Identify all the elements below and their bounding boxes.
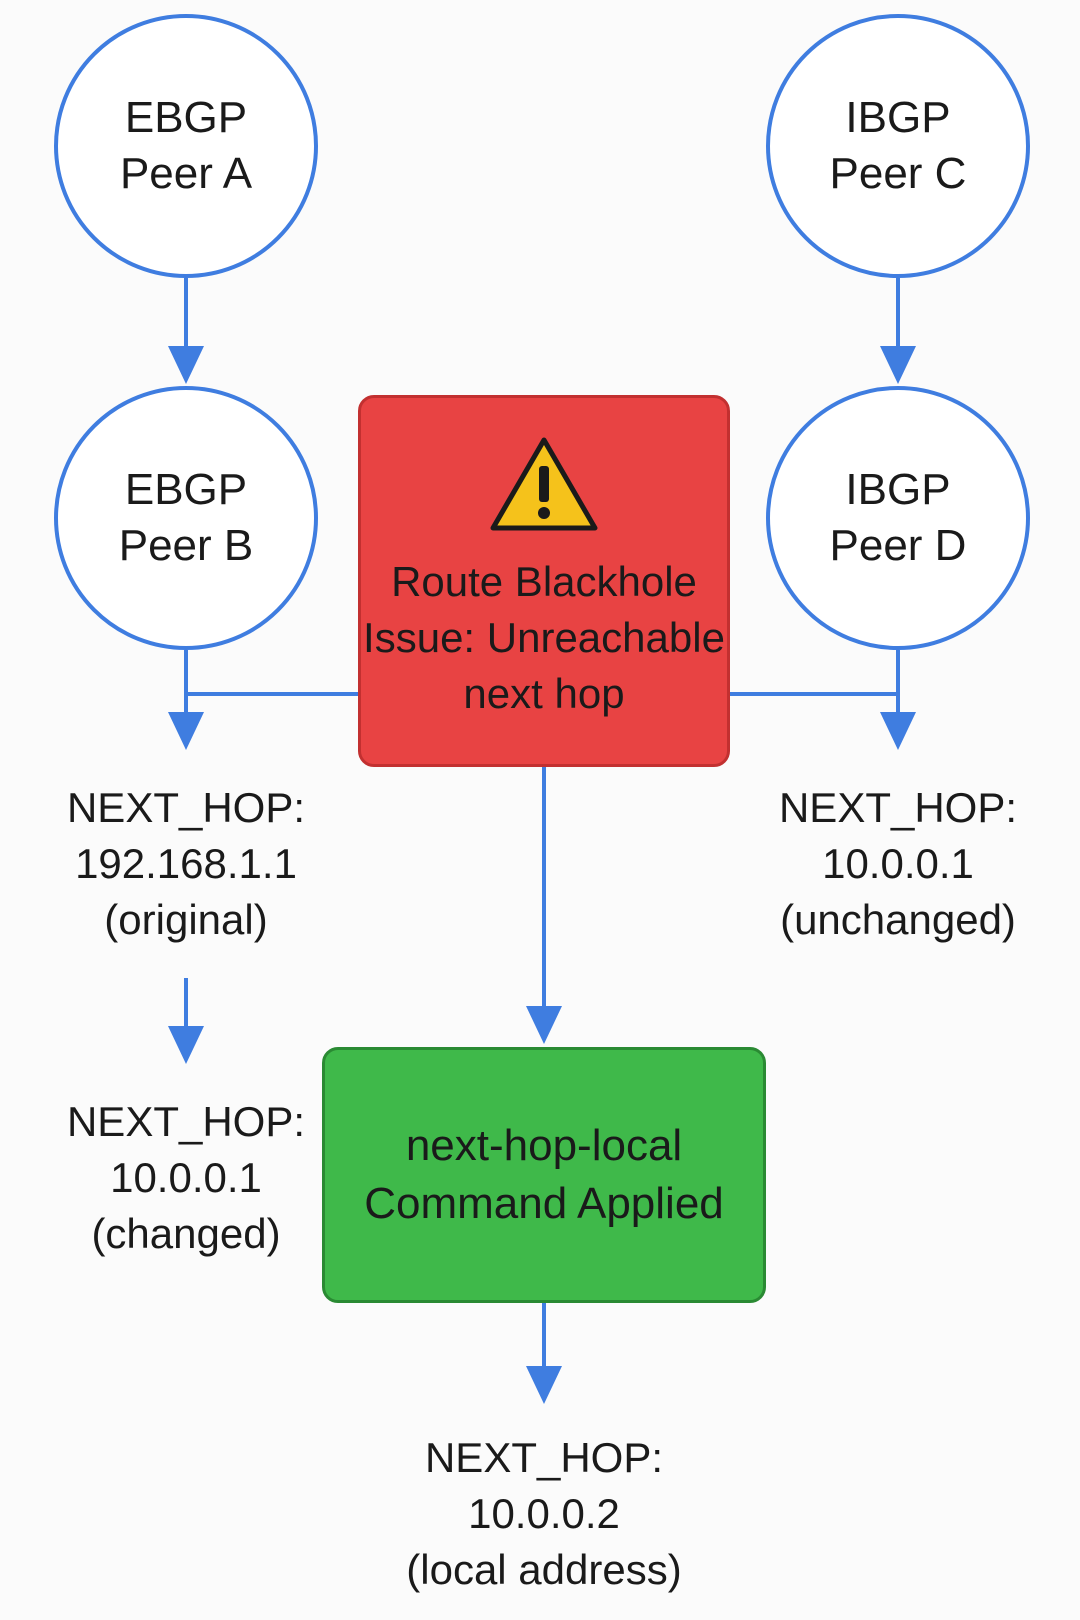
next-hop-note: (original): [104, 896, 268, 943]
arrowhead-fix: [526, 1006, 562, 1044]
arrowhead-changed: [168, 1026, 204, 1064]
ebgp-peer-a-node[interactable]: EBGP Peer A: [54, 14, 318, 278]
node-label-line1: IBGP: [845, 93, 951, 142]
issue-line1: Route Blackhole: [391, 558, 697, 605]
node-label-line1: EBGP: [124, 465, 248, 514]
next-hop-address: 10.0.0.1: [110, 1154, 262, 1201]
next-hop-heading: NEXT_HOP:: [424, 1434, 664, 1481]
ebgp-peer-b-node[interactable]: EBGP Peer B: [54, 386, 318, 650]
arrowhead-local: [526, 1366, 562, 1404]
next-hop-address: 10.0.0.1: [822, 840, 974, 887]
arrowhead-d: [880, 346, 916, 384]
route-blackhole-issue-box[interactable]: Route Blackhole Issue: Unreachable next …: [358, 395, 730, 767]
arrowhead-unchanged: [880, 712, 916, 750]
next-hop-local-label: NEXT_HOP: 10.0.0.2 (local address): [394, 1430, 694, 1598]
issue-line3: next hop: [463, 670, 625, 717]
warning-triangle-icon: [490, 437, 598, 531]
next-hop-address: 192.168.1.1: [75, 840, 297, 887]
next-hop-unchanged-label: NEXT_HOP: 10.0.0.1 (unchanged): [748, 780, 1048, 948]
next-hop-heading: NEXT_HOP:: [778, 784, 1018, 831]
ibgp-peer-d-node[interactable]: IBGP Peer D: [766, 386, 1030, 650]
arrowhead-b: [168, 346, 204, 384]
next-hop-note: (unchanged): [780, 896, 1016, 943]
node-label-line2: Peer C: [829, 149, 967, 198]
node-label-line1: EBGP: [124, 93, 248, 142]
next-hop-local-command-box[interactable]: next-hop-local Command Applied: [322, 1047, 766, 1303]
node-label-line2: Peer A: [119, 149, 253, 198]
issue-line2: Issue: Unreachable: [363, 614, 725, 661]
node-label-line1: IBGP: [845, 465, 951, 514]
next-hop-note: (changed): [91, 1210, 281, 1257]
fix-line2: Command Applied: [364, 1179, 724, 1228]
next-hop-address: 10.0.0.2: [468, 1490, 620, 1537]
next-hop-heading: NEXT_HOP:: [66, 784, 306, 831]
arrowhead-original: [168, 712, 204, 750]
next-hop-heading: NEXT_HOP:: [66, 1098, 306, 1145]
next-hop-original-label: NEXT_HOP: 192.168.1.1 (original): [36, 780, 336, 948]
node-label-line2: Peer B: [118, 521, 254, 570]
fix-line1: next-hop-local: [405, 1121, 683, 1170]
ibgp-peer-c-node[interactable]: IBGP Peer C: [766, 14, 1030, 278]
next-hop-note: (local address): [406, 1546, 682, 1593]
node-label-line2: Peer D: [829, 521, 967, 570]
next-hop-changed-label: NEXT_HOP: 10.0.0.1 (changed): [36, 1094, 336, 1262]
